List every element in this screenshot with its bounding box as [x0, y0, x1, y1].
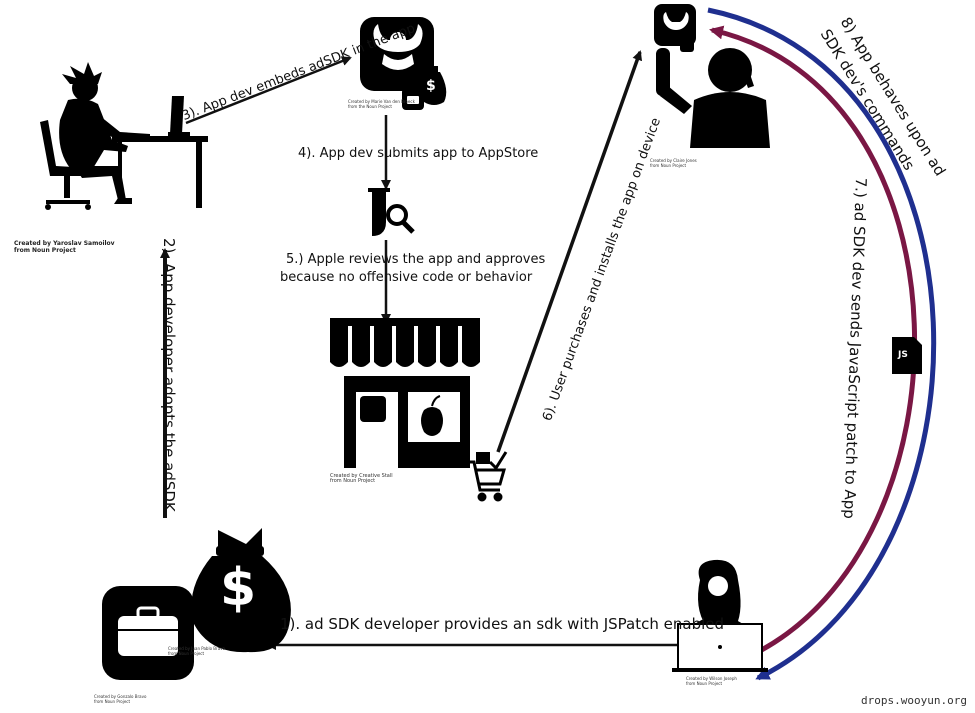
credit-store-line1: Created by Creative Stall [330, 473, 393, 479]
credit-developer-line1: Created by Yaroslav Samoilov [14, 240, 115, 247]
credit-hacker-line2: from Noun Project [686, 681, 723, 686]
credit-bag-line2: from Noun Project [168, 651, 205, 656]
arrow-step-3 [185, 56, 352, 125]
appstore-shop-icon [330, 318, 480, 468]
credit-hacker-line1: Created by Wilson Joseph [686, 676, 737, 681]
dollar-sign-small: $ [426, 78, 436, 94]
money-bag-small-icon [402, 66, 447, 110]
briefcase-app-icon [102, 586, 194, 680]
credit-sdk-line2: from Noun Project [94, 699, 131, 704]
credit-user-line2: from Noun Project [650, 163, 687, 168]
viking-app-icon [360, 17, 434, 91]
step-2-label: 2). App developer adopts the adSDK [160, 238, 178, 512]
step-5-label-line1: 5.) Apple reviews the app and approves [286, 252, 546, 267]
step-5-label-line2: because no offensive code or behavior [280, 270, 533, 285]
watermark: drops.wooyun.org [861, 694, 967, 707]
credit-user-line1: Created by Claire Jones [650, 158, 697, 163]
user-with-phone-icon [654, 4, 770, 148]
credit-app-line2: from the Noun Project [348, 104, 392, 109]
credit-user: Created by Claire Jones from Noun Projec… [650, 158, 697, 168]
step-1-label: 1). ad SDK developer provides an sdk wit… [280, 615, 725, 633]
credit-store-line2: from Noun Project [330, 478, 376, 484]
js-badge-text: JS [898, 350, 908, 360]
credit-bag-line1: Created by Juan Pablo Bravo [168, 646, 225, 651]
step-4-label: 4). App dev submits app to AppStore [298, 146, 539, 161]
developer-at-desk-icon [40, 62, 208, 210]
credit-bag: Created by Juan Pablo Bravo from Noun Pr… [168, 646, 225, 656]
arrow-step-8-blue [707, 7, 937, 681]
js-file-icon [892, 337, 922, 374]
credit-app-line1: Created by Marie Van den Broeck [348, 99, 415, 104]
credit-app: Created by Marie Van den Broeck from the… [348, 99, 415, 109]
credit-developer-line2: from Noun Project [14, 247, 76, 254]
credit-developer: Created by Yaroslav Samoilov from Noun P… [14, 240, 115, 254]
magnifier-flask-icon [368, 188, 415, 236]
credit-hacker: Created by Wilson Joseph from Noun Proje… [686, 676, 737, 686]
credit-sdk-line1: Created by Gonzalo Bravo [94, 694, 147, 699]
dollar-sign-large: $ [220, 558, 257, 618]
money-bag-icon [191, 528, 291, 653]
hacker-laptop-icon [672, 559, 768, 672]
credit-sdk: Created by Gonzalo Bravo from Noun Proje… [94, 694, 146, 704]
credit-store: Created by Creative Stall from Noun Proj… [330, 474, 393, 484]
shopping-cart-icon [466, 451, 508, 502]
arrow-step-6 [496, 50, 643, 453]
arrow-step-7-maroon [709, 25, 917, 658]
